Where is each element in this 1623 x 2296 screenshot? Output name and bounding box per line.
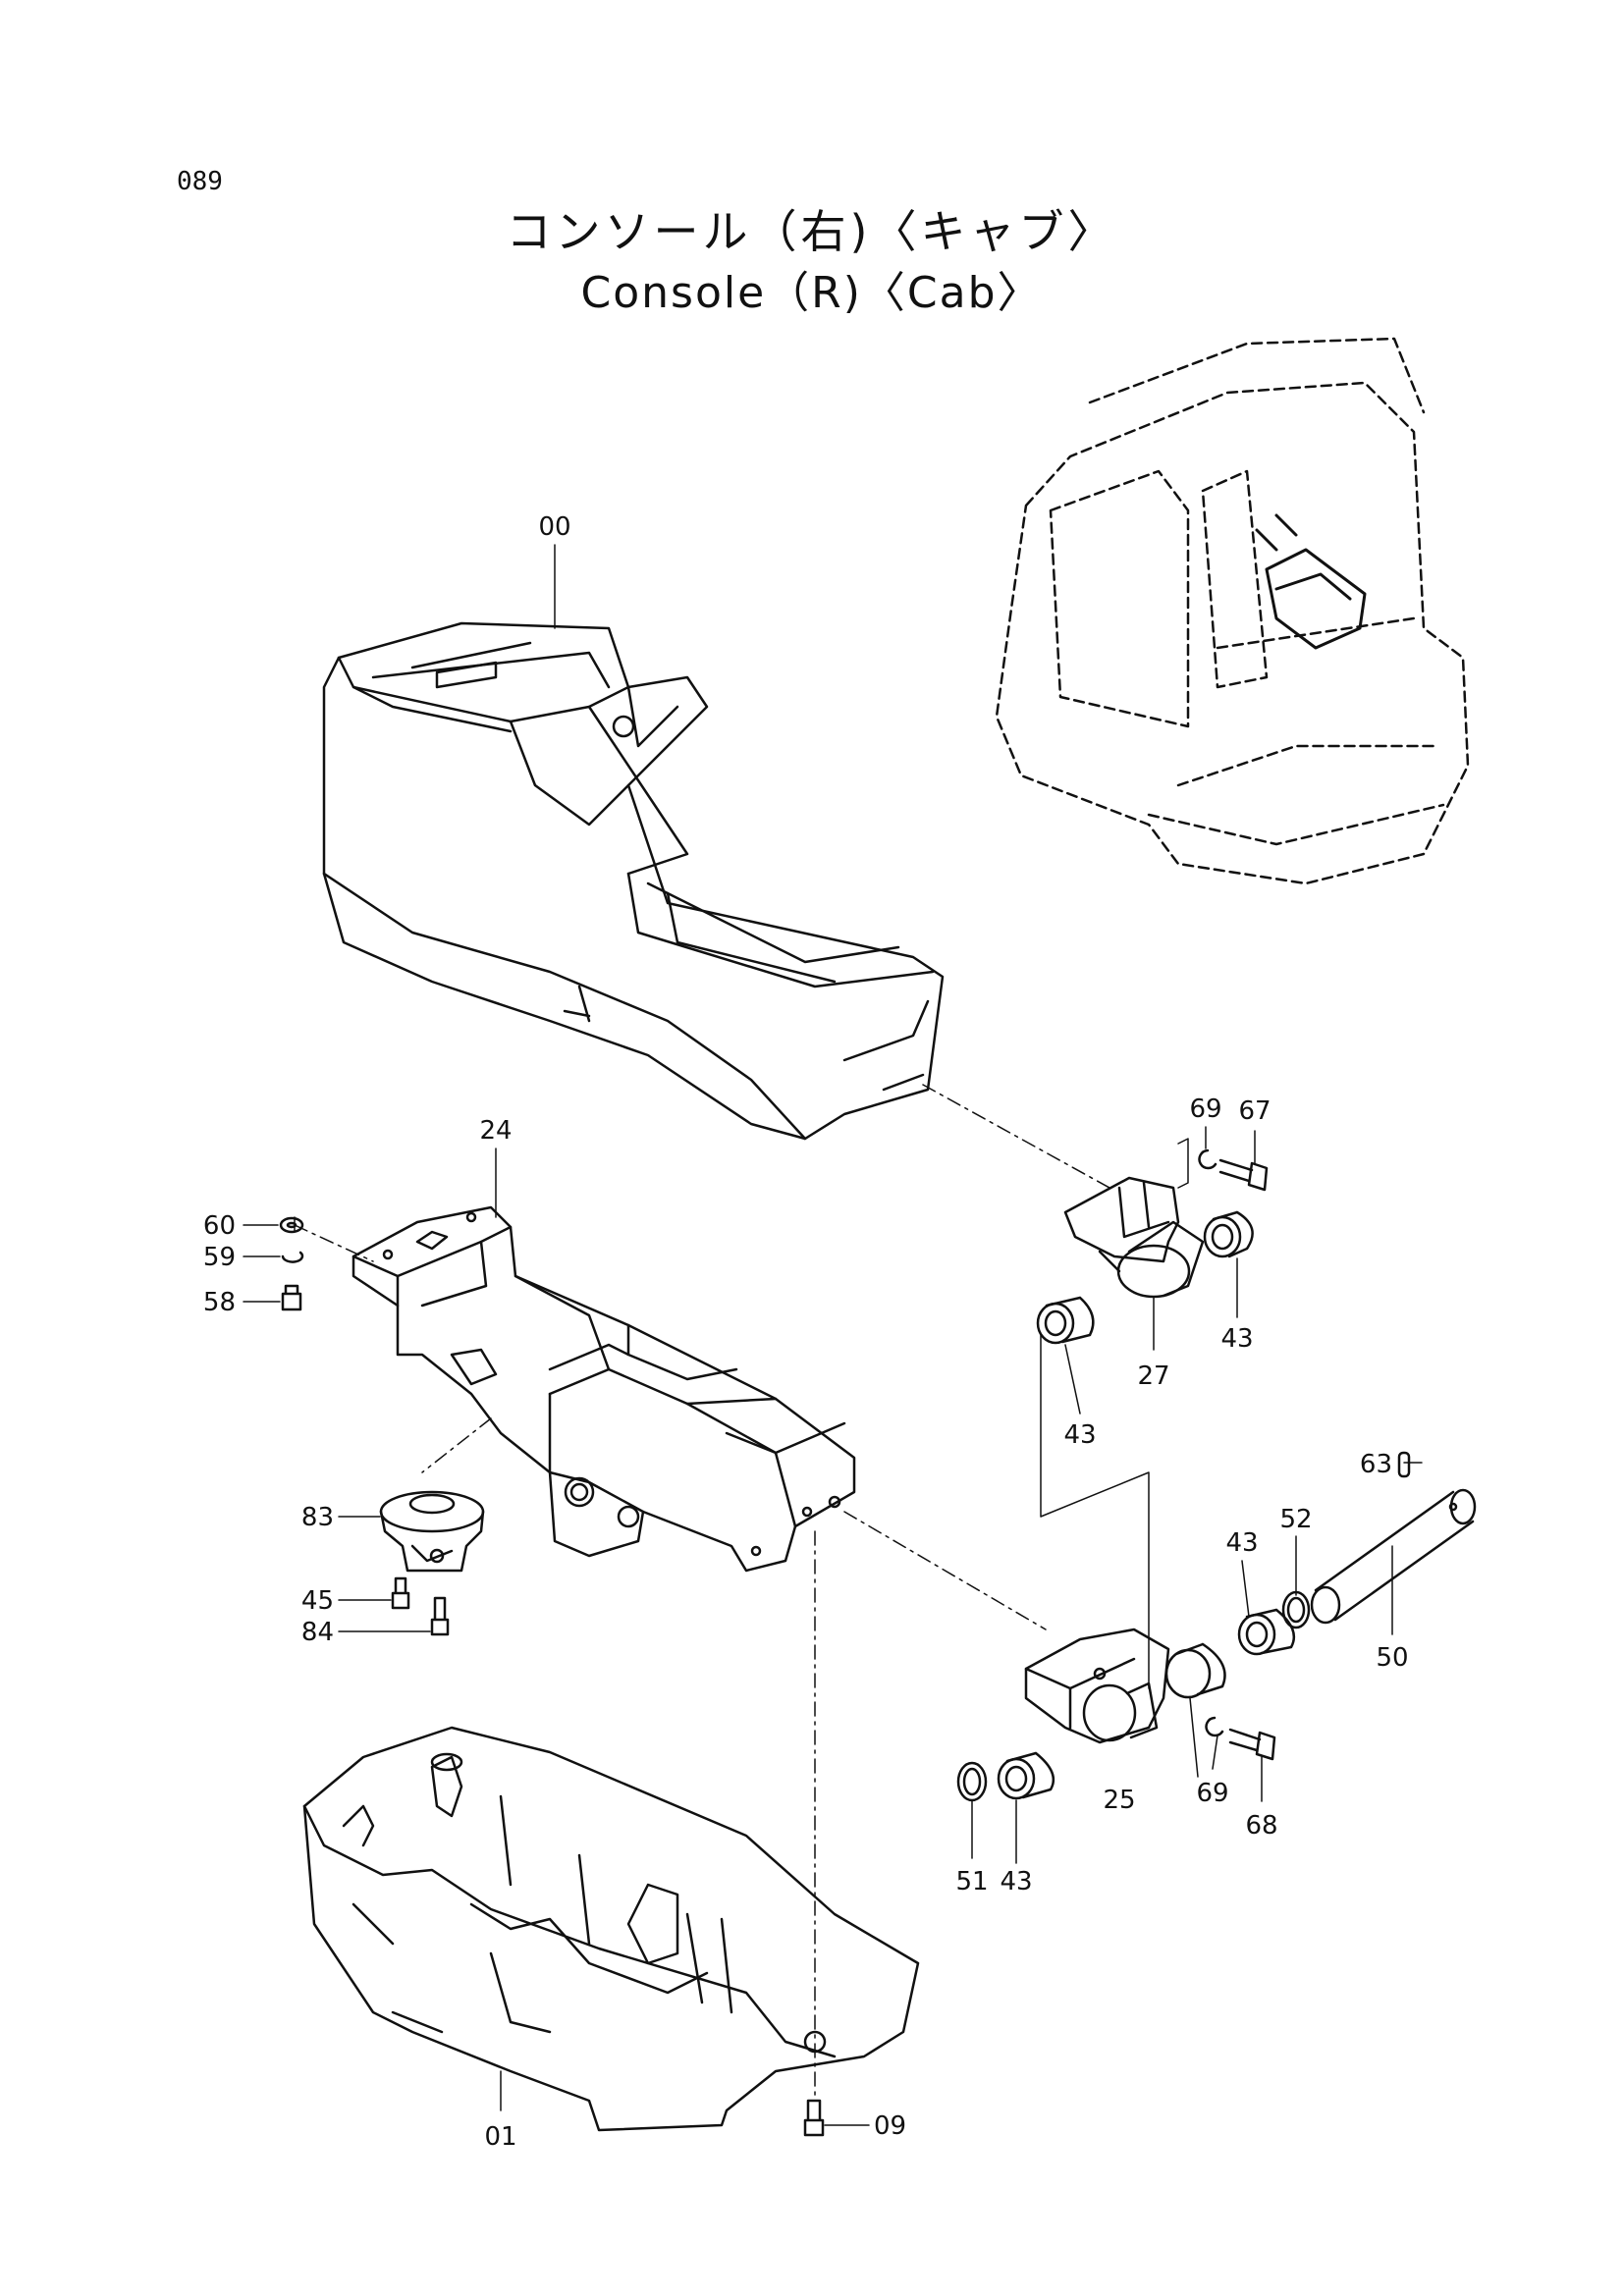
bushing-lower-pin-side bbox=[1237, 1608, 1296, 1656]
bolt-45 bbox=[391, 1576, 410, 1610]
ring-51 bbox=[956, 1761, 988, 1802]
cab-inset-illustration bbox=[995, 337, 1470, 885]
washer-60 bbox=[279, 1216, 304, 1234]
label-60: 60 bbox=[203, 1211, 236, 1241]
bushing-upper-right bbox=[1203, 1210, 1254, 1258]
label-43-upper-left: 43 bbox=[1063, 1420, 1096, 1450]
label-01: 01 bbox=[484, 2122, 516, 2152]
assembly-lines bbox=[294, 1084, 1110, 2102]
bolt-68 bbox=[1228, 1728, 1276, 1761]
bolt-09 bbox=[803, 2099, 825, 2137]
bushing-lower-right bbox=[1164, 1642, 1226, 1699]
bushing-lower-left bbox=[997, 1751, 1055, 1800]
console-cover-part bbox=[322, 621, 945, 1141]
label-43-lower-left: 43 bbox=[1000, 1867, 1032, 1896]
damper-mount-part bbox=[379, 1490, 485, 1573]
snap-ring-upper bbox=[1198, 1148, 1217, 1170]
label-83: 83 bbox=[301, 1503, 334, 1532]
label-52: 52 bbox=[1279, 1505, 1312, 1534]
label-51: 51 bbox=[955, 1867, 988, 1896]
assembly-bracket-lines bbox=[1040, 1138, 1189, 1689]
bolt-84 bbox=[430, 1596, 450, 1636]
label-67: 67 bbox=[1238, 1096, 1271, 1126]
label-27: 27 bbox=[1137, 1362, 1169, 1391]
lower-bracket-tube bbox=[1082, 1682, 1159, 1742]
label-84: 84 bbox=[301, 1618, 334, 1647]
label-25: 25 bbox=[1103, 1786, 1135, 1815]
bracket-frame-part bbox=[352, 1205, 856, 1573]
label-43-upper-right: 43 bbox=[1220, 1324, 1253, 1354]
label-68: 68 bbox=[1245, 1811, 1277, 1841]
part-labels: 00 01 09 24 25 27 43 43 43 43 45 50 51 5… bbox=[203, 512, 1409, 2152]
label-00: 00 bbox=[538, 512, 570, 542]
snap-ring-lower bbox=[1205, 1716, 1224, 1737]
spring-pin-part bbox=[1397, 1451, 1411, 1478]
ring-52 bbox=[1281, 1590, 1311, 1629]
label-69-upper: 69 bbox=[1189, 1095, 1221, 1124]
bolt-58 bbox=[281, 1284, 302, 1311]
label-09: 09 bbox=[874, 2111, 906, 2141]
label-45: 45 bbox=[301, 1586, 334, 1616]
pin-part bbox=[1310, 1488, 1477, 1625]
label-24: 24 bbox=[479, 1116, 512, 1146]
lower-cover-part bbox=[302, 1726, 920, 2132]
bushing-upper-left bbox=[1036, 1296, 1095, 1345]
page-title-japanese: コンソール（右)〈キャブ〉 bbox=[506, 205, 1117, 258]
label-69-lower: 69 bbox=[1196, 1779, 1228, 1808]
bolt-67 bbox=[1218, 1158, 1269, 1192]
label-43-lower-pin: 43 bbox=[1225, 1528, 1258, 1558]
page-title-english: Console（R)〈Cab〉 bbox=[580, 268, 1043, 318]
upper-bracket-part bbox=[1063, 1176, 1180, 1273]
leader-lines bbox=[243, 544, 1423, 2126]
label-59: 59 bbox=[203, 1243, 236, 1272]
label-50: 50 bbox=[1376, 1643, 1408, 1673]
label-63: 63 bbox=[1360, 1450, 1392, 1479]
upper-bracket-tube bbox=[1116, 1220, 1205, 1299]
page-number: 089 bbox=[177, 167, 223, 196]
lower-bracket-part bbox=[1024, 1628, 1170, 1744]
label-58: 58 bbox=[203, 1288, 236, 1317]
spring-washer-59 bbox=[281, 1251, 304, 1263]
cab-console-highlight bbox=[1255, 513, 1367, 650]
